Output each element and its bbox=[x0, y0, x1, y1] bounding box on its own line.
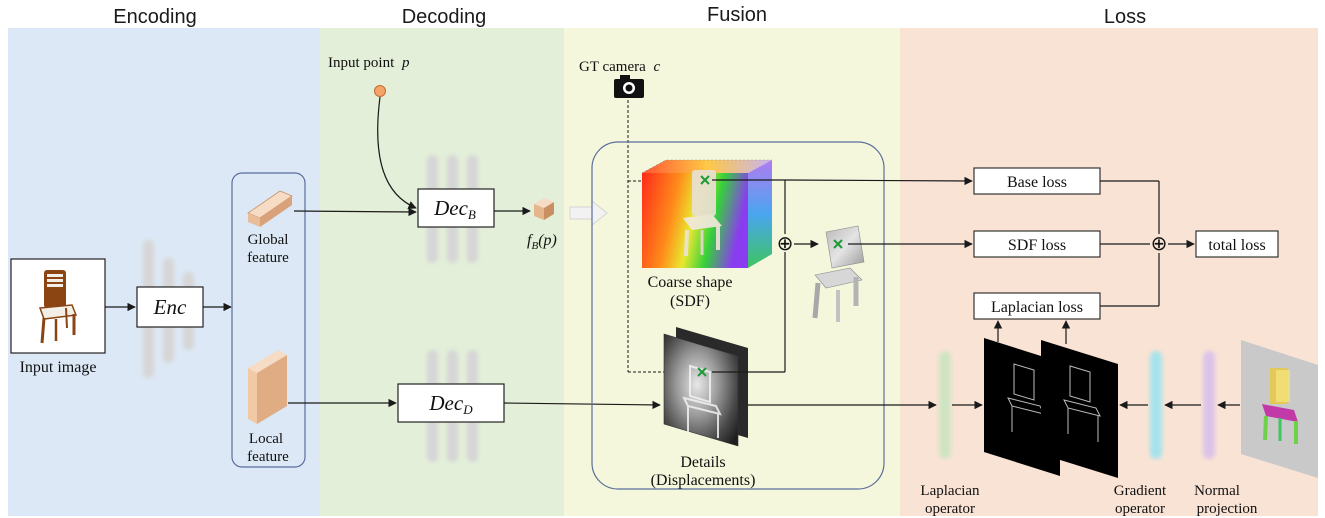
section-header-encoding: Encoding bbox=[113, 6, 196, 28]
normal-projection-line-2: projection bbox=[1197, 501, 1258, 517]
gt-camera-label: GT camera c bbox=[579, 59, 661, 75]
fb-main: f bbox=[527, 232, 534, 249]
details-line-2: (Displacements) bbox=[651, 472, 756, 489]
laplacian-edge-maps bbox=[984, 338, 1118, 478]
coarse-sdf-cube bbox=[641, 159, 772, 268]
fb-arg: (p) bbox=[538, 232, 557, 249]
enc-box: Enc bbox=[136, 286, 204, 328]
coarse-chair bbox=[683, 170, 722, 257]
gradient-operator-bar bbox=[1150, 351, 1162, 459]
fusion-container bbox=[591, 141, 885, 490]
input-point-dot bbox=[374, 85, 386, 97]
section-header-decoding: Decoding bbox=[402, 6, 487, 28]
gt-camera-text: GT camera bbox=[579, 59, 646, 75]
dec-b-sub: B bbox=[468, 207, 476, 222]
local-feature-line-1: Local bbox=[249, 431, 283, 447]
enc-label: Enc bbox=[153, 295, 187, 319]
dec-d-box: DecD bbox=[397, 383, 505, 423]
laplacian-loss-label: Laplacian loss bbox=[991, 299, 1083, 316]
gt-camera-symbol: c bbox=[654, 59, 661, 75]
coarse-shape-line-1: Coarse shape bbox=[648, 274, 733, 291]
input-chair-image bbox=[38, 270, 78, 344]
gradient-operator-line-2: operator bbox=[1115, 501, 1165, 517]
total-loss-label: total loss bbox=[1208, 237, 1265, 254]
base-loss-label: Base loss bbox=[1007, 174, 1067, 191]
laplacian-operator-bar bbox=[939, 351, 951, 459]
normal-projection-line-1: Normal bbox=[1194, 483, 1240, 499]
laplacian-operator-line-2: operator bbox=[925, 501, 975, 517]
normal-render-image bbox=[1241, 340, 1318, 478]
fusion-sum-symbol: ⊕ bbox=[777, 231, 794, 255]
input-image-frame bbox=[10, 258, 106, 354]
details-sample-marker bbox=[697, 367, 707, 377]
fb-sub: B bbox=[531, 240, 538, 252]
arrow-point-to-decb bbox=[377, 96, 417, 209]
input-point-text: Input point bbox=[328, 55, 395, 71]
local-feature-block bbox=[248, 350, 287, 424]
fused-sample-marker bbox=[833, 239, 843, 249]
laplacian-loss-box: Laplacian loss bbox=[973, 292, 1101, 320]
global-feature-block bbox=[247, 190, 293, 227]
input-point-symbol: p bbox=[401, 55, 410, 71]
section-header-fusion: Fusion bbox=[707, 4, 767, 26]
global-feature-line-2: feature bbox=[247, 250, 289, 266]
coarse-shape-line-2: (SDF) bbox=[670, 293, 710, 310]
gradient-operator-line-1: Gradient bbox=[1114, 483, 1167, 499]
dec-b-box: DecB bbox=[417, 188, 495, 228]
dec-d-main: Dec bbox=[428, 391, 463, 415]
normal-projection-bar bbox=[1203, 351, 1215, 459]
decoding-band bbox=[320, 28, 564, 516]
fb-feature-cube bbox=[534, 198, 554, 220]
feature-container bbox=[231, 172, 306, 468]
total-loss-box: total loss bbox=[1195, 230, 1279, 258]
laplacian-operator-line-1: Laplacian bbox=[920, 483, 980, 499]
coarse-sample-marker bbox=[700, 175, 710, 185]
arrow-global-to-decb bbox=[293, 207, 417, 217]
details-displacement-maps bbox=[663, 327, 748, 447]
sdf-loss-label: SDF loss bbox=[1008, 237, 1066, 254]
arrow-coarse-to-base-loss bbox=[784, 176, 973, 186]
sdf-loss-box: SDF loss bbox=[973, 230, 1101, 258]
details-line-1: Details bbox=[680, 454, 725, 471]
loss-sum-symbol: ⊕ bbox=[1151, 231, 1168, 255]
section-header-loss: Loss bbox=[1104, 6, 1146, 28]
dec-d-label: DecD bbox=[428, 391, 473, 417]
arrow-decd-to-details bbox=[503, 400, 661, 410]
global-feature-line-1: Global bbox=[248, 232, 289, 248]
input-point-label: Input point p bbox=[328, 55, 410, 71]
camera-icon bbox=[614, 75, 644, 98]
base-loss-box: Base loss bbox=[973, 167, 1101, 195]
input-image-label: Input image bbox=[20, 359, 97, 376]
dec-d-sub: D bbox=[462, 402, 473, 417]
fb-label: fB(p) bbox=[527, 232, 557, 252]
dec-b-main: Dec bbox=[433, 196, 468, 220]
normal-render-chair bbox=[1262, 368, 1298, 444]
local-feature-line-2: feature bbox=[247, 449, 289, 465]
fused-chair bbox=[812, 225, 865, 322]
edge-chair-2 bbox=[1063, 365, 1101, 442]
dec-b-label: DecB bbox=[433, 196, 476, 222]
